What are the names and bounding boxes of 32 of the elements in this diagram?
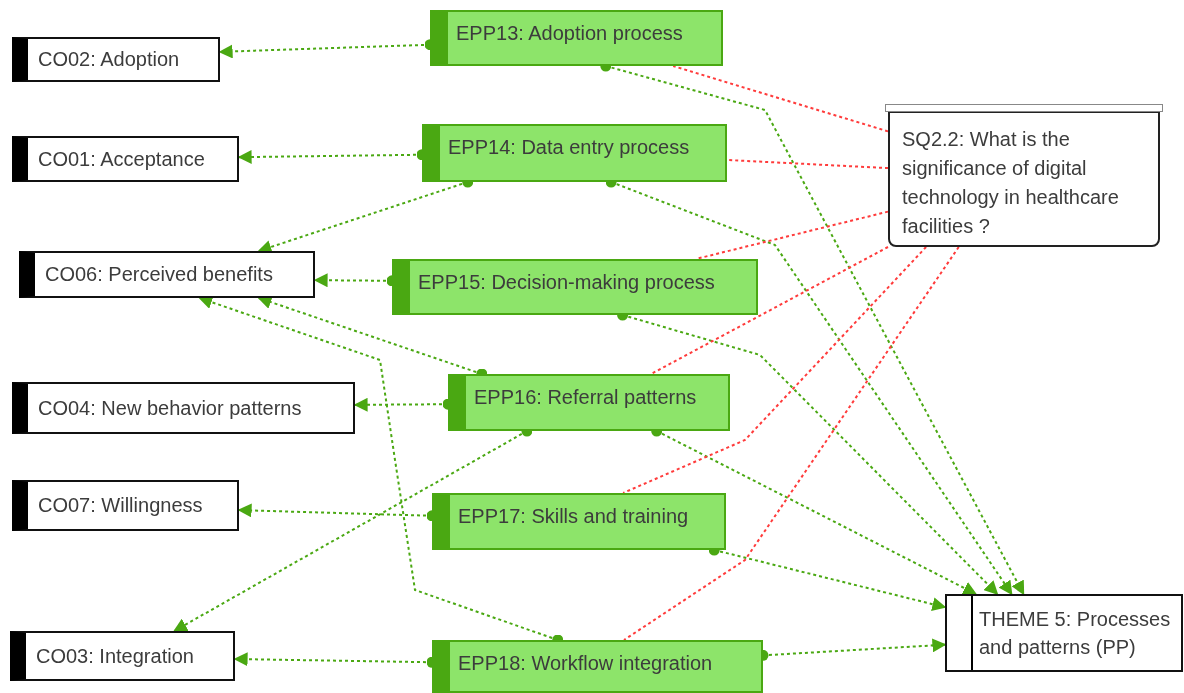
dotted-link: [726, 158, 889, 170]
code-box: [12, 480, 239, 531]
dotted-link: [622, 246, 928, 494]
process-box: [430, 10, 723, 66]
code-box: [10, 631, 235, 681]
node-label: EPP18: Workflow integration: [458, 652, 713, 675]
node-label: EPP14: Data entry process: [448, 136, 690, 159]
node-label: EPP15: Decision-making process: [418, 271, 715, 294]
code-box: [19, 251, 315, 298]
process-box: [432, 493, 726, 550]
node-label: CO03: Integration: [36, 644, 194, 668]
process-box: [422, 124, 727, 182]
node-label: CO04: New behavior patterns: [38, 396, 302, 420]
node-label: EPP13: Adoption process: [456, 22, 683, 45]
node-label: CO01: Acceptance: [38, 147, 205, 171]
node-label: EPP17: Skills and training: [458, 505, 689, 528]
process-box: [448, 374, 730, 431]
dotted-link: [672, 65, 889, 133]
code-box: [12, 37, 220, 82]
dotted-link: [623, 246, 960, 641]
node-label: CO07: Willingness: [38, 494, 203, 517]
process-box: [432, 640, 763, 693]
node-label: THEME 5: Processes and patterns (PP): [979, 607, 1172, 660]
code-box: [12, 382, 355, 434]
theme-box: [945, 594, 1183, 672]
node-label: CO02: Adoption: [38, 48, 180, 71]
dotted-link: [650, 246, 889, 375]
node-label: CO06: Perceived benefits: [45, 263, 273, 286]
node-label: SQ2.2: What is the significance of digital technology in healthcare facilities ?: [902, 127, 1120, 239]
process-box: [392, 259, 758, 315]
node-label: EPP16: Referral patterns: [474, 386, 697, 409]
code-box: [12, 136, 239, 182]
